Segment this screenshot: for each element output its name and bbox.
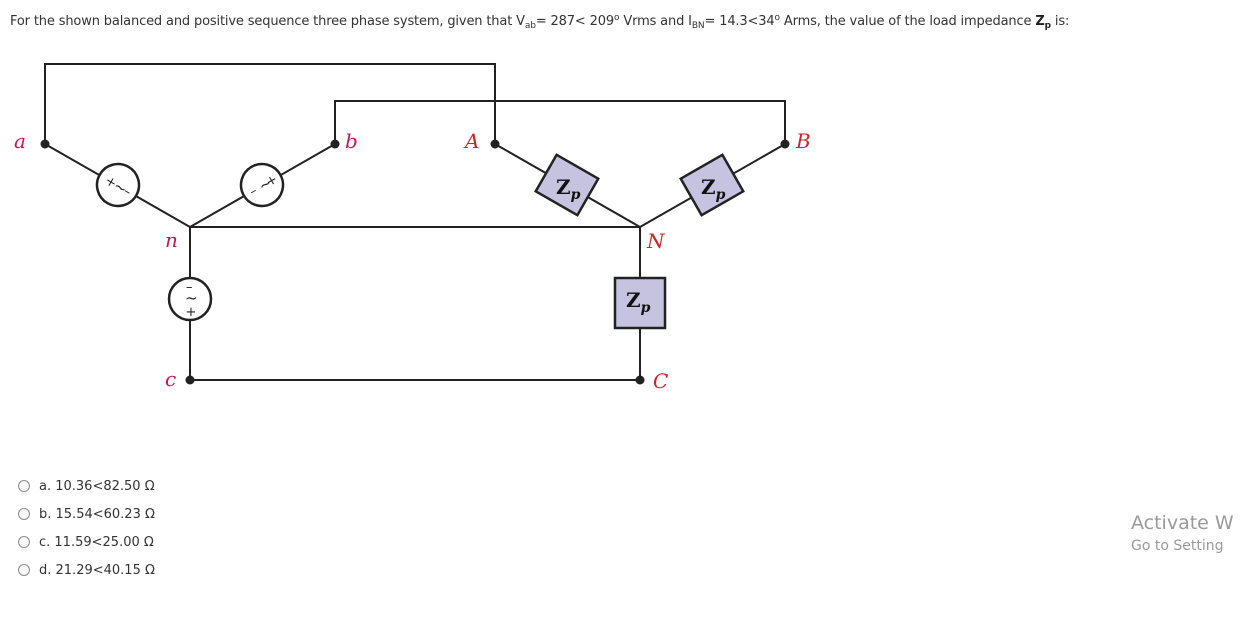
watermark-line1: Activate W (1131, 512, 1234, 534)
impedance-C (613, 276, 667, 330)
option-c[interactable]: c. 11.59<25.00 Ω (18, 528, 155, 556)
node-label-N: N (646, 229, 666, 253)
windows-activation-watermark: Activate W Go to Setting (1131, 512, 1234, 554)
node-C-dot (635, 375, 645, 385)
radio-button[interactable] (18, 480, 30, 492)
voltage-source-b: – ~ + (239, 162, 285, 208)
zp-symbol: Zp (1035, 14, 1051, 31)
option-label: b. 15.54<60.23 Ω (39, 506, 155, 522)
vab-subscript: ab (524, 21, 536, 31)
question-part: Arms, the value of the load impedance (779, 14, 1036, 29)
option-b[interactable]: b. 15.54<60.23 Ω (18, 500, 155, 528)
radio-button[interactable] (18, 536, 30, 548)
node-label-c: c (165, 367, 176, 391)
voltage-source-a: + ~ – (95, 162, 141, 208)
answer-options: a. 10.36<82.50 Ω b. 15.54<60.23 Ω c. 11.… (18, 472, 155, 584)
node-label-C: C (653, 369, 668, 393)
watermark-line2: Go to Setting (1131, 538, 1224, 554)
radio-button[interactable] (18, 564, 30, 576)
option-label: d. 21.29<40.15 Ω (39, 562, 155, 578)
impedance-B (679, 153, 745, 217)
degree-symbol: o (614, 13, 620, 23)
node-A-dot (490, 139, 500, 149)
svg-text:–: – (186, 280, 193, 295)
svg-text:+: + (186, 305, 197, 320)
question-part: Vrms and I (619, 14, 692, 29)
question-part: = 287< 209 (535, 14, 615, 29)
question-text: For the shown balanced and positive sequ… (10, 13, 1235, 31)
node-a-dot (40, 139, 50, 149)
question-part: is: (1050, 14, 1070, 29)
node-b-dot (330, 139, 340, 149)
node-label-a: a (14, 129, 26, 153)
impedance-A-label: Zp (556, 175, 581, 203)
node-label-b: b (345, 129, 358, 153)
option-label: a. 10.36<82.50 Ω (39, 478, 155, 494)
node-dots (40, 139, 790, 385)
impedance-C-label: Zp (626, 288, 651, 316)
wires (44, 63, 786, 381)
voltage-source-c: – ~ + (167, 276, 213, 322)
wire-a-to-A (44, 63, 496, 144)
impedance-B-label: Zp (701, 175, 726, 203)
question-part: For the shown balanced and positive sequ… (10, 14, 525, 29)
radio-button[interactable] (18, 508, 30, 520)
ibn-subscript: BN (691, 21, 705, 31)
option-a[interactable]: a. 10.36<82.50 Ω (18, 472, 155, 500)
option-d[interactable]: d. 21.29<40.15 Ω (18, 556, 155, 584)
question-part: = 14.3<34 (704, 14, 775, 29)
node-c-dot (185, 375, 195, 385)
svg-text:~: ~ (185, 289, 198, 307)
impedance-A (534, 153, 600, 217)
degree-symbol: o (774, 13, 781, 23)
node-label-B: B (795, 129, 811, 153)
node-B-dot (780, 139, 790, 149)
three-phase-circuit-diagram: + ~ – – ~ + – ~ + Zp Zp Zp a b c n A B C… (14, 63, 811, 393)
wire-b-to-B (334, 100, 786, 144)
node-label-A: A (463, 129, 479, 153)
node-label-n: n (165, 228, 178, 252)
option-label: c. 11.59<25.00 Ω (39, 534, 154, 550)
